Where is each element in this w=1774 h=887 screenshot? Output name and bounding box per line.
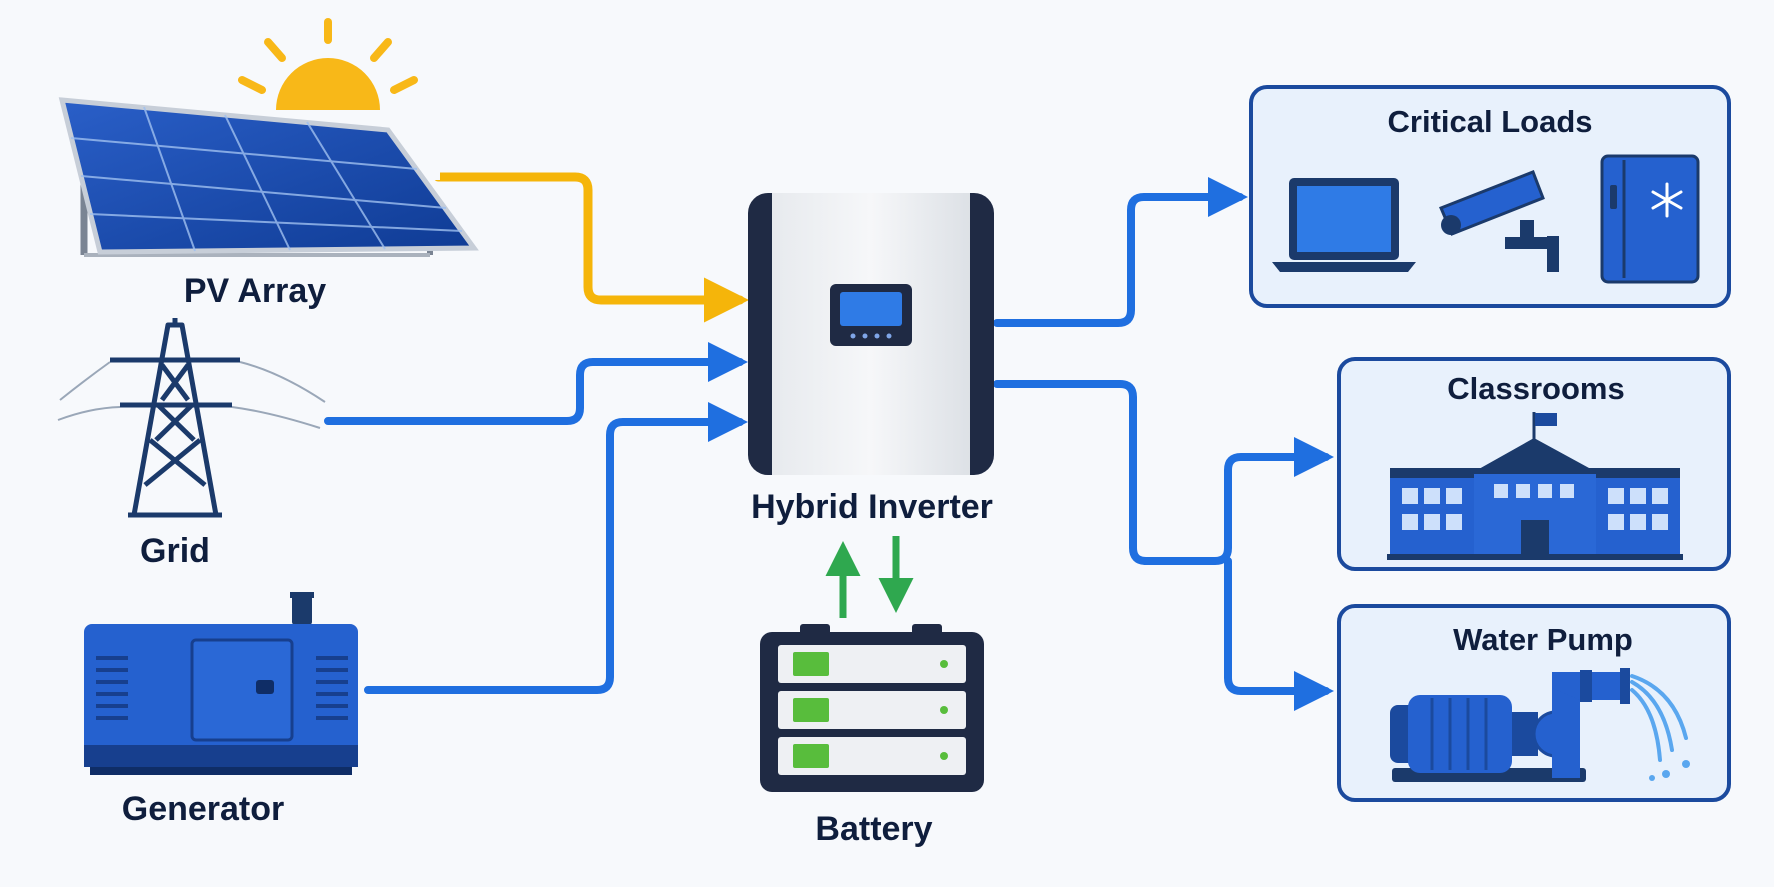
generator: Generator	[84, 592, 358, 828]
water-pump-label: Water Pump	[1453, 622, 1633, 657]
solar-panel-icon	[58, 97, 479, 257]
pv-array-label: PV Array	[184, 272, 326, 310]
transmission-tower-icon	[110, 318, 240, 518]
laptop-icon	[1272, 178, 1416, 272]
grid-to-inverter-flow	[324, 342, 748, 425]
battery: Battery	[760, 624, 984, 848]
security-camera-icon	[1439, 170, 1559, 272]
generator-label: Generator	[122, 790, 285, 828]
water-pump-panel: Water Pump	[1337, 604, 1731, 802]
pv-array: PV Array	[58, 18, 479, 310]
pv-to-inverter-flow	[433, 172, 749, 323]
battery-label: Battery	[815, 810, 932, 848]
grid: Grid	[57, 318, 326, 570]
hybrid-inverter: Hybrid Inverter	[748, 193, 994, 526]
inverter-icon	[748, 193, 994, 475]
water-pump-icon	[1390, 668, 1690, 782]
classrooms-panel: Classrooms	[1337, 357, 1731, 571]
critical-loads-panel: Critical Loads	[1249, 85, 1731, 308]
classrooms-label: Classrooms	[1447, 371, 1624, 406]
flow-lines	[324, 172, 1334, 711]
inverter-to-water-pump-flow	[1224, 557, 1334, 711]
inverter-to-critical-loads-flow	[993, 177, 1248, 327]
generator-icon	[84, 592, 358, 775]
hybrid-inverter-label: Hybrid Inverter	[751, 488, 993, 526]
inverter-to-classrooms-flow	[993, 380, 1334, 565]
critical-loads-label: Critical Loads	[1388, 104, 1593, 139]
refrigerator-icon	[1600, 154, 1700, 284]
battery-rack-icon	[760, 624, 984, 792]
school-building-icon	[1387, 412, 1683, 560]
generator-to-inverter-flow	[364, 402, 748, 694]
grid-label: Grid	[140, 532, 210, 570]
